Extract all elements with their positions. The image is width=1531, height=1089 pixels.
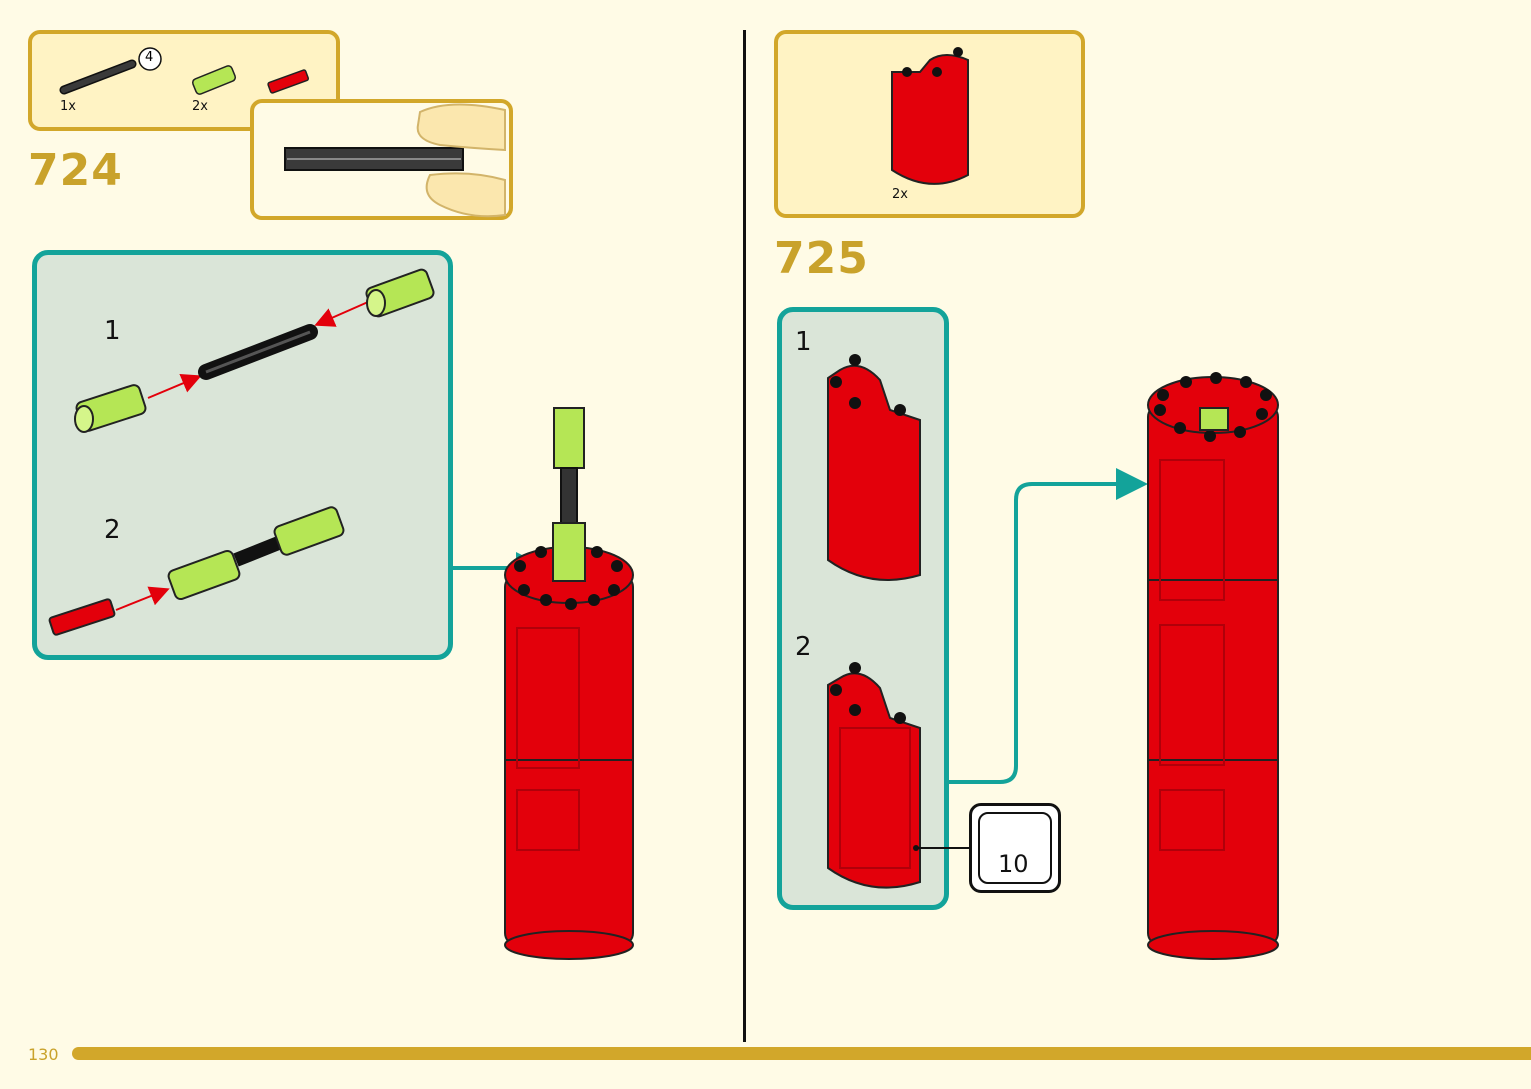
red-curved-panel-stickered-icon: [827, 662, 921, 889]
axle-in-column-icon: [552, 407, 586, 582]
substep-number: 1: [795, 327, 812, 357]
lime-connector-icon: [365, 268, 435, 318]
teal-connector-arrow: [949, 468, 1148, 784]
length-badge-label: 4: [145, 50, 154, 65]
page-number: 130: [28, 1045, 59, 1064]
finger-icon: [416, 103, 506, 218]
sticker-number: 10: [998, 850, 1029, 878]
length-badge-icon: [138, 47, 162, 71]
part-qty: 1x: [60, 99, 76, 114]
assembled-axle-icon: [167, 506, 345, 601]
substep-number: 1: [104, 316, 121, 346]
step-number-724: 724: [28, 145, 123, 196]
lime-connector-icon: [74, 384, 147, 433]
part-qty: 2x: [192, 99, 208, 114]
sticker-callout: 10: [969, 803, 1061, 893]
substep-number: 2: [795, 632, 812, 662]
red-column-complete-icon: [1147, 372, 1279, 960]
red-curved-panel-icon: [827, 354, 921, 581]
part-qty: 2x: [892, 187, 908, 202]
footer-progress-bar: [72, 1047, 1531, 1060]
page-divider: [743, 30, 746, 1042]
red-curved-panel-icon: [891, 47, 969, 185]
lime-axle-connector-icon: [191, 65, 237, 95]
substep-number: 2: [104, 515, 121, 545]
sticker-icon: [978, 812, 1052, 884]
subassembly-panel-724: [32, 250, 453, 660]
step-number-725: 725: [774, 233, 869, 284]
black-axle-icon: [59, 59, 137, 95]
red-axle-pin-icon: [48, 598, 116, 636]
red-axle-pin-icon: [267, 69, 310, 94]
black-axle-icon: [198, 324, 318, 380]
